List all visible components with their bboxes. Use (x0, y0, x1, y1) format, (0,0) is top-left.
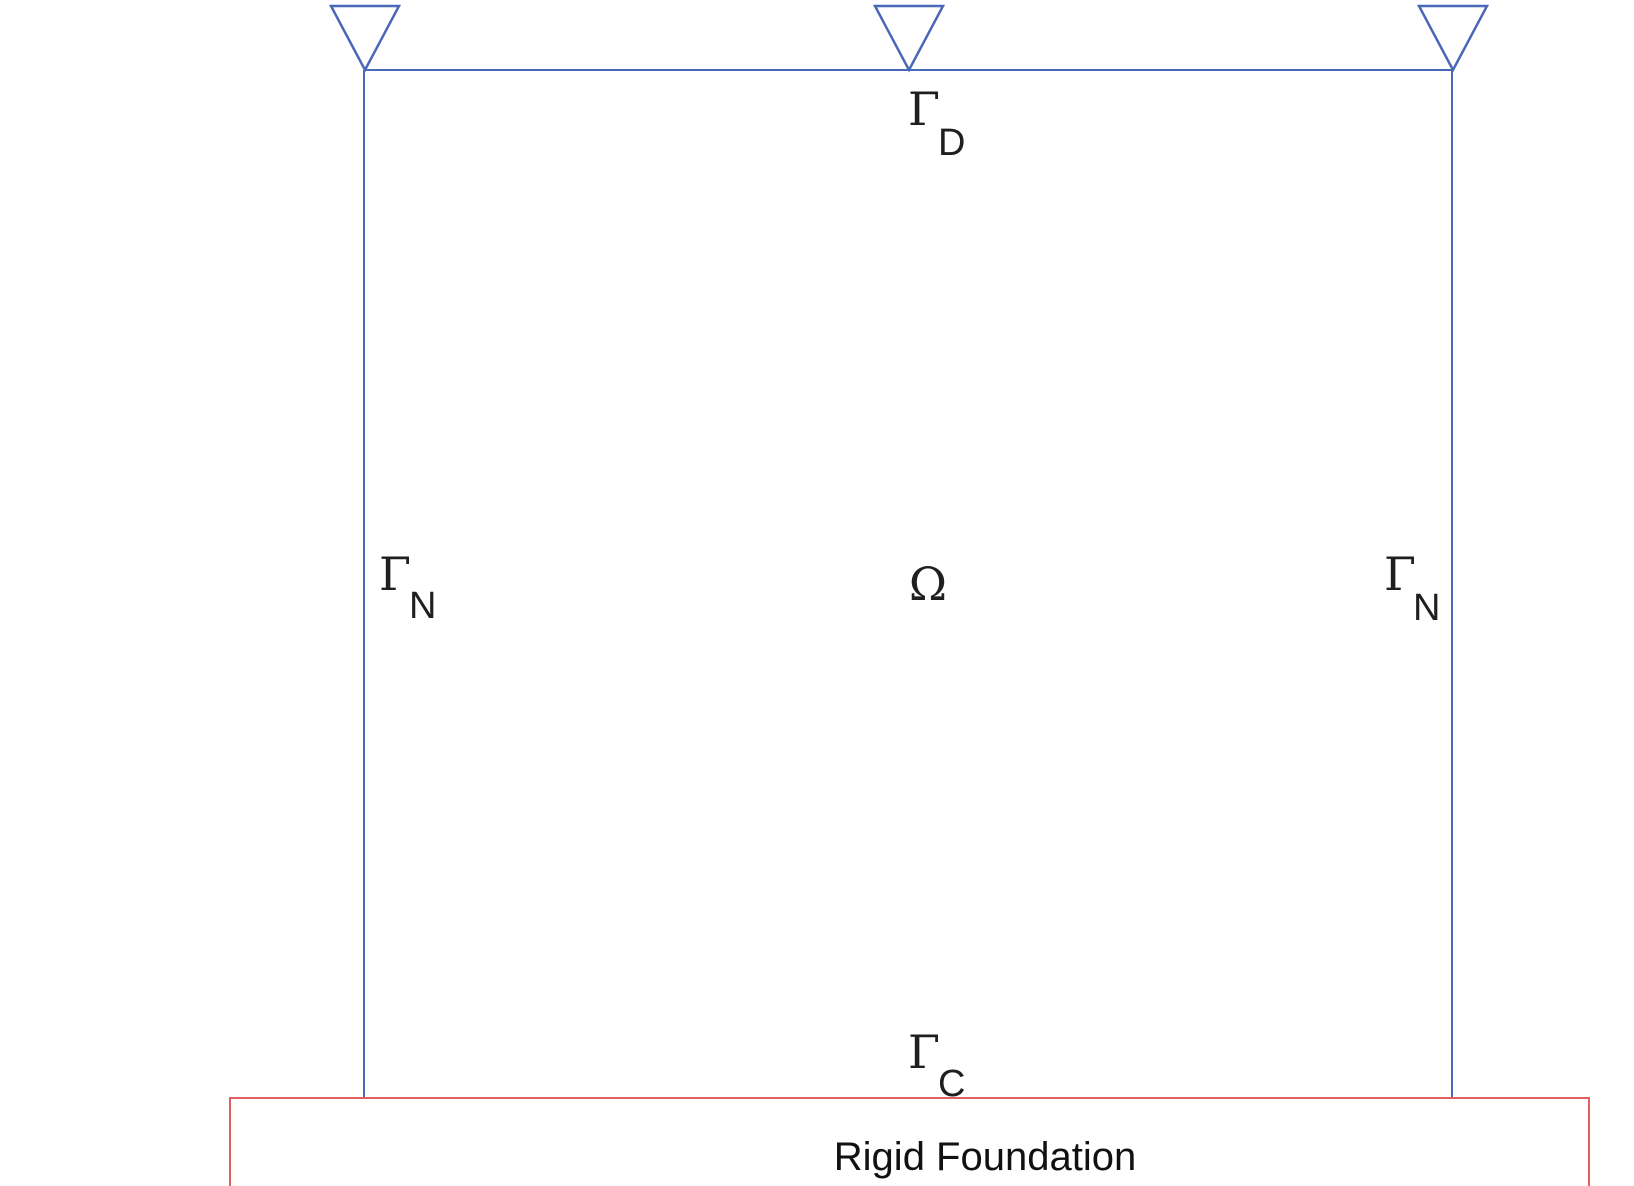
bottom-boundary-symbol: Γ (908, 1025, 940, 1079)
foundation-label: Rigid Foundation (834, 1135, 1136, 1179)
support-icon-right (1416, 4, 1490, 73)
support-icon-left (328, 4, 402, 73)
left-boundary-subscript: N (409, 585, 436, 627)
right-boundary-subscript: N (1413, 587, 1440, 629)
right-boundary-symbol: Γ (1384, 547, 1416, 601)
top-boundary-symbol: Γ (908, 82, 940, 136)
bottom-boundary-subscript: C (938, 1063, 965, 1105)
domain-label: Ω (909, 557, 947, 611)
rigid-foundation (229, 1097, 1590, 1186)
left-boundary-symbol: Γ (379, 547, 411, 601)
support-icon-center (872, 4, 946, 73)
top-boundary-subscript: D (938, 122, 965, 164)
